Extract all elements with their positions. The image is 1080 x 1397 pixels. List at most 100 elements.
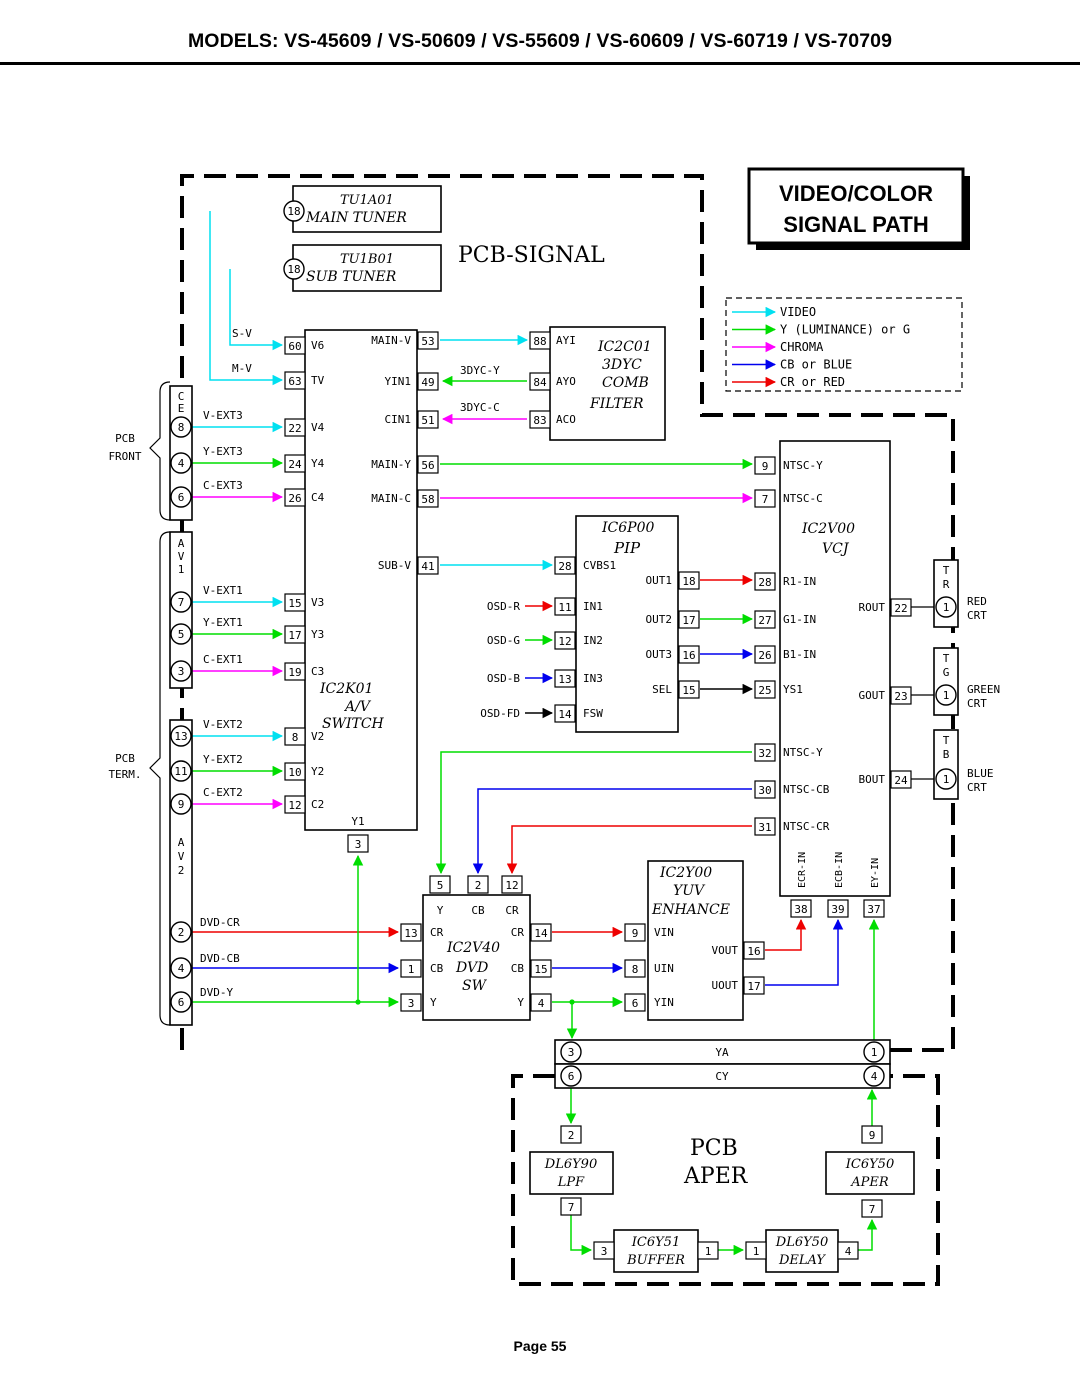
ic2v00-pinname-1: NTSC-C [783,492,823,505]
dl6y50-pin-out-num: 4 [845,1245,852,1258]
ic2v40-body [422,894,531,1021]
ic6p00-pinname-IN1: IN1 [583,600,603,613]
crt-pin-B [935,768,957,790]
tuner-main: 18 TU1A01 MAIN TUNER [283,185,442,233]
ic2k01-pinname-Y3: Y3 [311,628,324,641]
ic2k01-pinname-C4: C4 [311,491,325,504]
ic2v00-outpin-22-num: 22 [894,602,907,615]
ic2k01-outpin-53 [417,331,439,350]
jack-av2-letter-2: 2 [178,864,185,877]
ic2k01-pin-12 [284,795,306,814]
ic2v00-pin-27-3 [754,610,776,629]
jack-av1-pin-5-num: 5 [178,628,185,641]
jack-front-pin-4-num: 4 [178,457,185,470]
jack-av2-dvd-pin-6-num: 6 [178,996,185,1009]
ic6p00-pin-12-num: 12 [558,635,571,648]
ic2k01-pin-24 [284,454,306,473]
pcb-aper-label1: PCB [690,1136,738,1161]
connector-right-0-num: 1 [871,1046,878,1059]
legend-label-2: CHROMA [780,340,824,354]
ic2v40-toppin-5 [429,875,451,894]
ic6p00-pin-11-num: 11 [558,601,571,614]
ic2k01-pin-10-num: 10 [288,766,301,779]
ic2k01-pin-22 [284,418,306,437]
ic2v40-label2: SW [462,978,488,994]
ic6y51-pin-out-num: 1 [705,1245,712,1258]
models-title: MODELS: VS-45609 / VS-50609 / VS-55609 /… [187,30,893,52]
ic2v00-outpin-22 [890,598,912,617]
ic2v00-pinname-0: NTSC-Y [783,459,823,472]
ic2y00-pin-6-num: 6 [632,997,639,1010]
ic6p00-pin-12 [554,631,576,650]
ic2v00-pinname-5: YS1 [783,683,803,696]
ic2v00-bottom-ECB-IN: ECB-IN [834,852,845,888]
ic2v40-toppin-12-num: 12 [505,879,518,892]
ic2c01-sig-y: 3DYC-Y [460,364,500,377]
ic2v00-outpin-23 [890,686,912,705]
header-rule [0,62,1080,65]
wire-ntsc-y [435,751,752,875]
dl6y90-pin-in [560,1125,582,1144]
ic2k01-pinname-V4: V4 [311,421,325,434]
ic2v00-bottompin-37-num: 37 [867,903,880,916]
ic2c01-pin-84-num: 84 [533,376,547,389]
ic2v00-outpin-24 [890,770,912,789]
ic6p00-pinname-IN3: IN3 [583,672,603,685]
ic2k01-pin-17-num: 17 [288,629,301,642]
ic6p00-sig-OSD-B: OSD-B [487,672,520,685]
ic2v00-bottompin-38-num: 38 [794,903,807,916]
dl6y50-body [765,1229,839,1273]
ic2c01-label2: COMB [602,375,649,391]
ic2v00-pin-30-7 [754,780,776,799]
ic2v00-pin-30-7-num: 30 [758,784,771,797]
ic6p00-sig-OSD-FD: OSD-FD [480,707,520,720]
ic2k01-signal-3: Y-EXT3 [203,445,243,458]
ic6p00-outpin-17 [678,610,700,629]
ic2k01-signal-9: Y-EXT2 [203,753,243,766]
ic2v40-topname-1: CB [471,904,485,917]
ic2v00-pin-31-8 [754,817,776,836]
dl6y90-body [529,1151,614,1195]
ic2v00-outpin-24-num: 24 [894,774,908,787]
ic2k01-out-YIN1: YIN1 [385,375,412,388]
ic2k01-pin-3 [347,834,369,853]
ic6p00-pin-13-num: 13 [558,673,571,686]
ic6y50-body [825,1151,915,1195]
ic6p00-body [575,515,679,733]
dl6y50-ref: DL6Y50 [775,1235,828,1250]
dl6y90-name: LPF [557,1175,585,1190]
ic2k01-pin-19-num: 19 [288,666,301,679]
dl6y50-pin-in [745,1241,767,1260]
pcb-aper-outline [511,1074,940,1286]
ic2k01-pin-63-num: 63 [288,375,301,388]
ic2v40-pin-3 [400,993,422,1012]
ic2k01-pin-60-num: 60 [288,340,301,353]
jack-av2-letter-0: A [178,836,185,849]
ic2v00-pin-26-4-num: 26 [758,649,771,662]
ic2k01-pinname-V2: V2 [311,730,324,743]
ic2v40-toppin-2-num: 2 [475,879,482,892]
jack-av1-pin-3-num: 3 [178,665,185,678]
ic2k01-y1-label: Y1 [351,815,364,828]
ic6y51-body [613,1229,699,1273]
jack-front-letter-1: E [178,402,185,415]
wire-vout [765,918,807,951]
jack-av2-dvd-pin-2 [170,921,192,943]
ic2k01-pinname-V3: V3 [311,596,324,609]
ic6p00-outpin-18-num: 18 [682,575,695,588]
dl6y90-pin-out [560,1197,582,1216]
ic2y00-pin-6 [624,993,646,1012]
jack-av1-pin-5 [170,623,192,645]
ic2y00-pinname-VIN: VIN [654,926,674,939]
ic2k01-pin-19 [284,662,306,681]
ic2k01-pin-8-num: 8 [292,731,299,744]
dl6y90-ref: DL6Y90 [544,1157,597,1172]
jack-front-pin-6 [170,486,192,508]
ic2c01-label1: 3DYC [602,357,642,373]
ic6y50-pin-out-num: 9 [869,1129,876,1142]
ic2k01-signal-8: V-EXT2 [203,718,243,731]
page-header: MODELS: VS-45609 / VS-50609 / VS-55609 /… [0,0,1080,70]
tuner-sub-pin: 18 [287,263,300,276]
ic2v40-ref: IC2V40 [446,940,500,956]
